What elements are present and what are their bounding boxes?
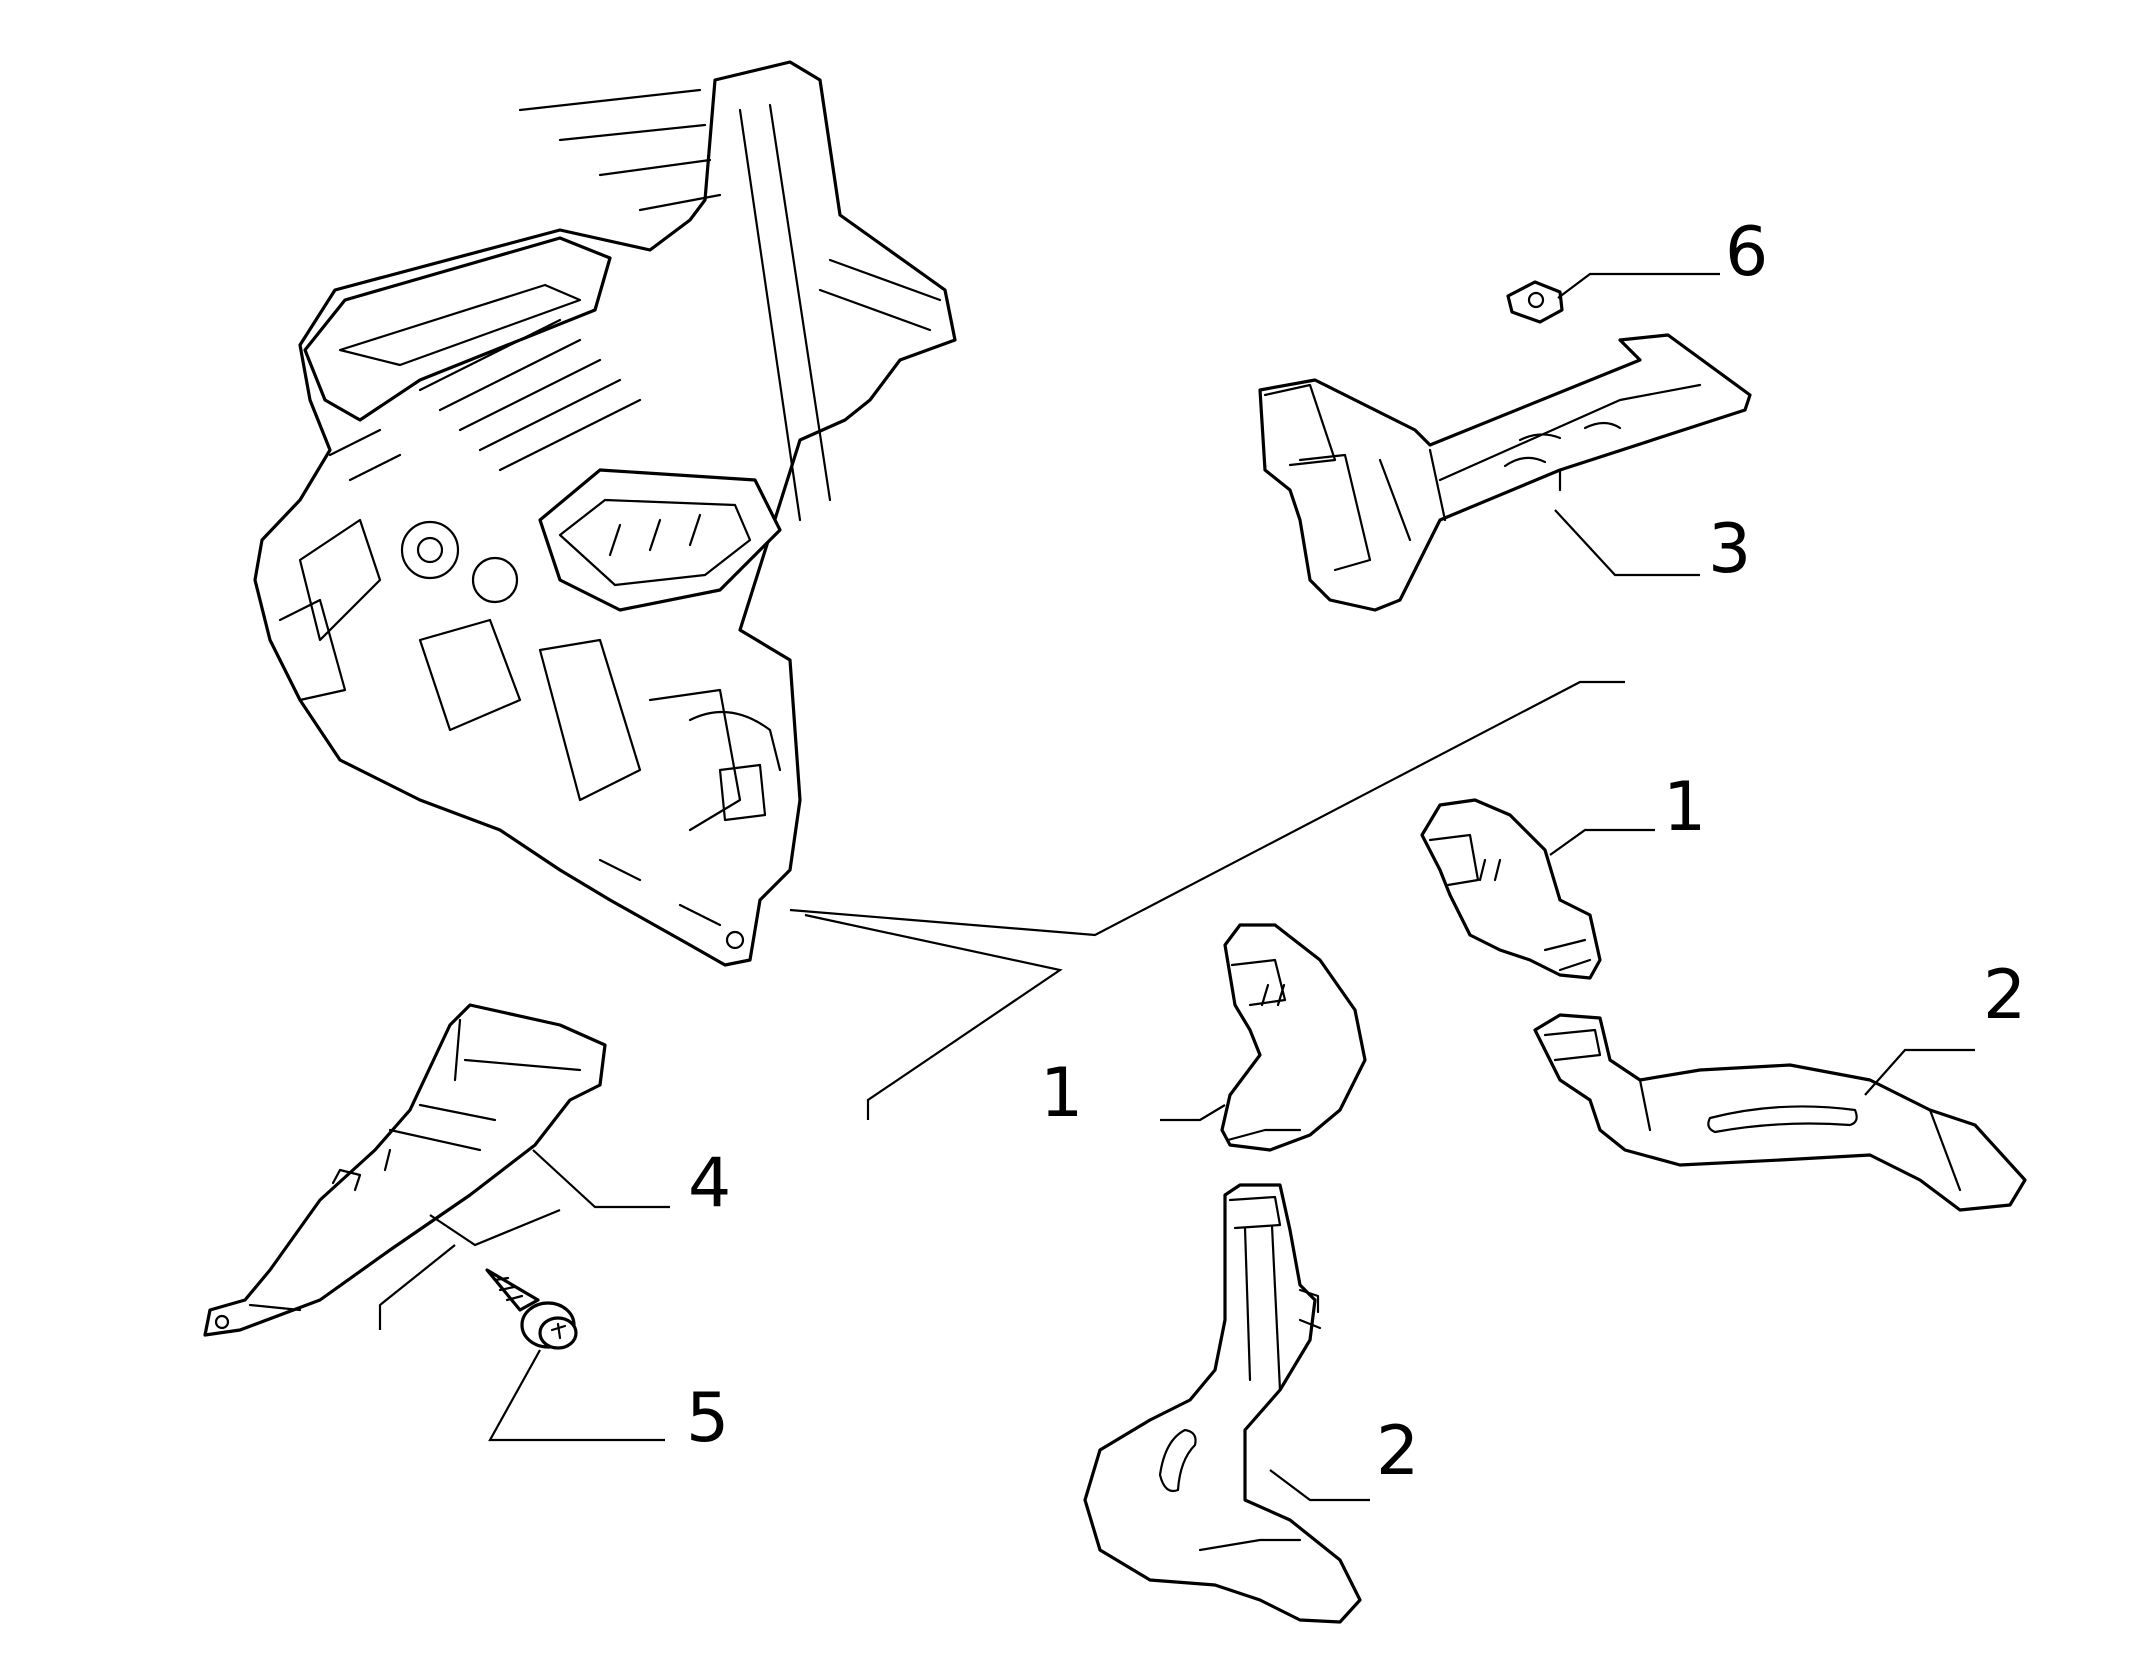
callout-6: 6 [1725,213,1768,292]
part-2-lower-floor-duct [1083,1183,1362,1624]
callout-1-center: 1 [1040,1054,1083,1133]
assembly-guide-line-2 [378,1244,456,1330]
callout-5: 5 [686,1379,729,1458]
callout-2-right: 2 [1983,956,2026,1035]
hvac-unit [253,60,957,967]
part-1-center-elbow [1220,923,1367,1152]
part-2-right-floor-duct [1533,1013,2027,1212]
callout-1-upper: 1 [1663,768,1706,847]
unit-leader-line-2 [804,913,1063,1120]
callout-4: 4 [688,1144,731,1223]
assembly-guide-line [429,1208,561,1247]
part-4-front-duct [203,1003,607,1337]
part-1-upper-elbow [1420,798,1602,980]
part-6-clip-nut [1506,280,1564,324]
unit-leader-line [789,680,1625,937]
part-5-screw [485,1268,578,1350]
callout-2-lower: 2 [1376,1412,1419,1491]
callout-3: 3 [1708,510,1751,589]
part-3-rear-duct [1258,333,1752,612]
